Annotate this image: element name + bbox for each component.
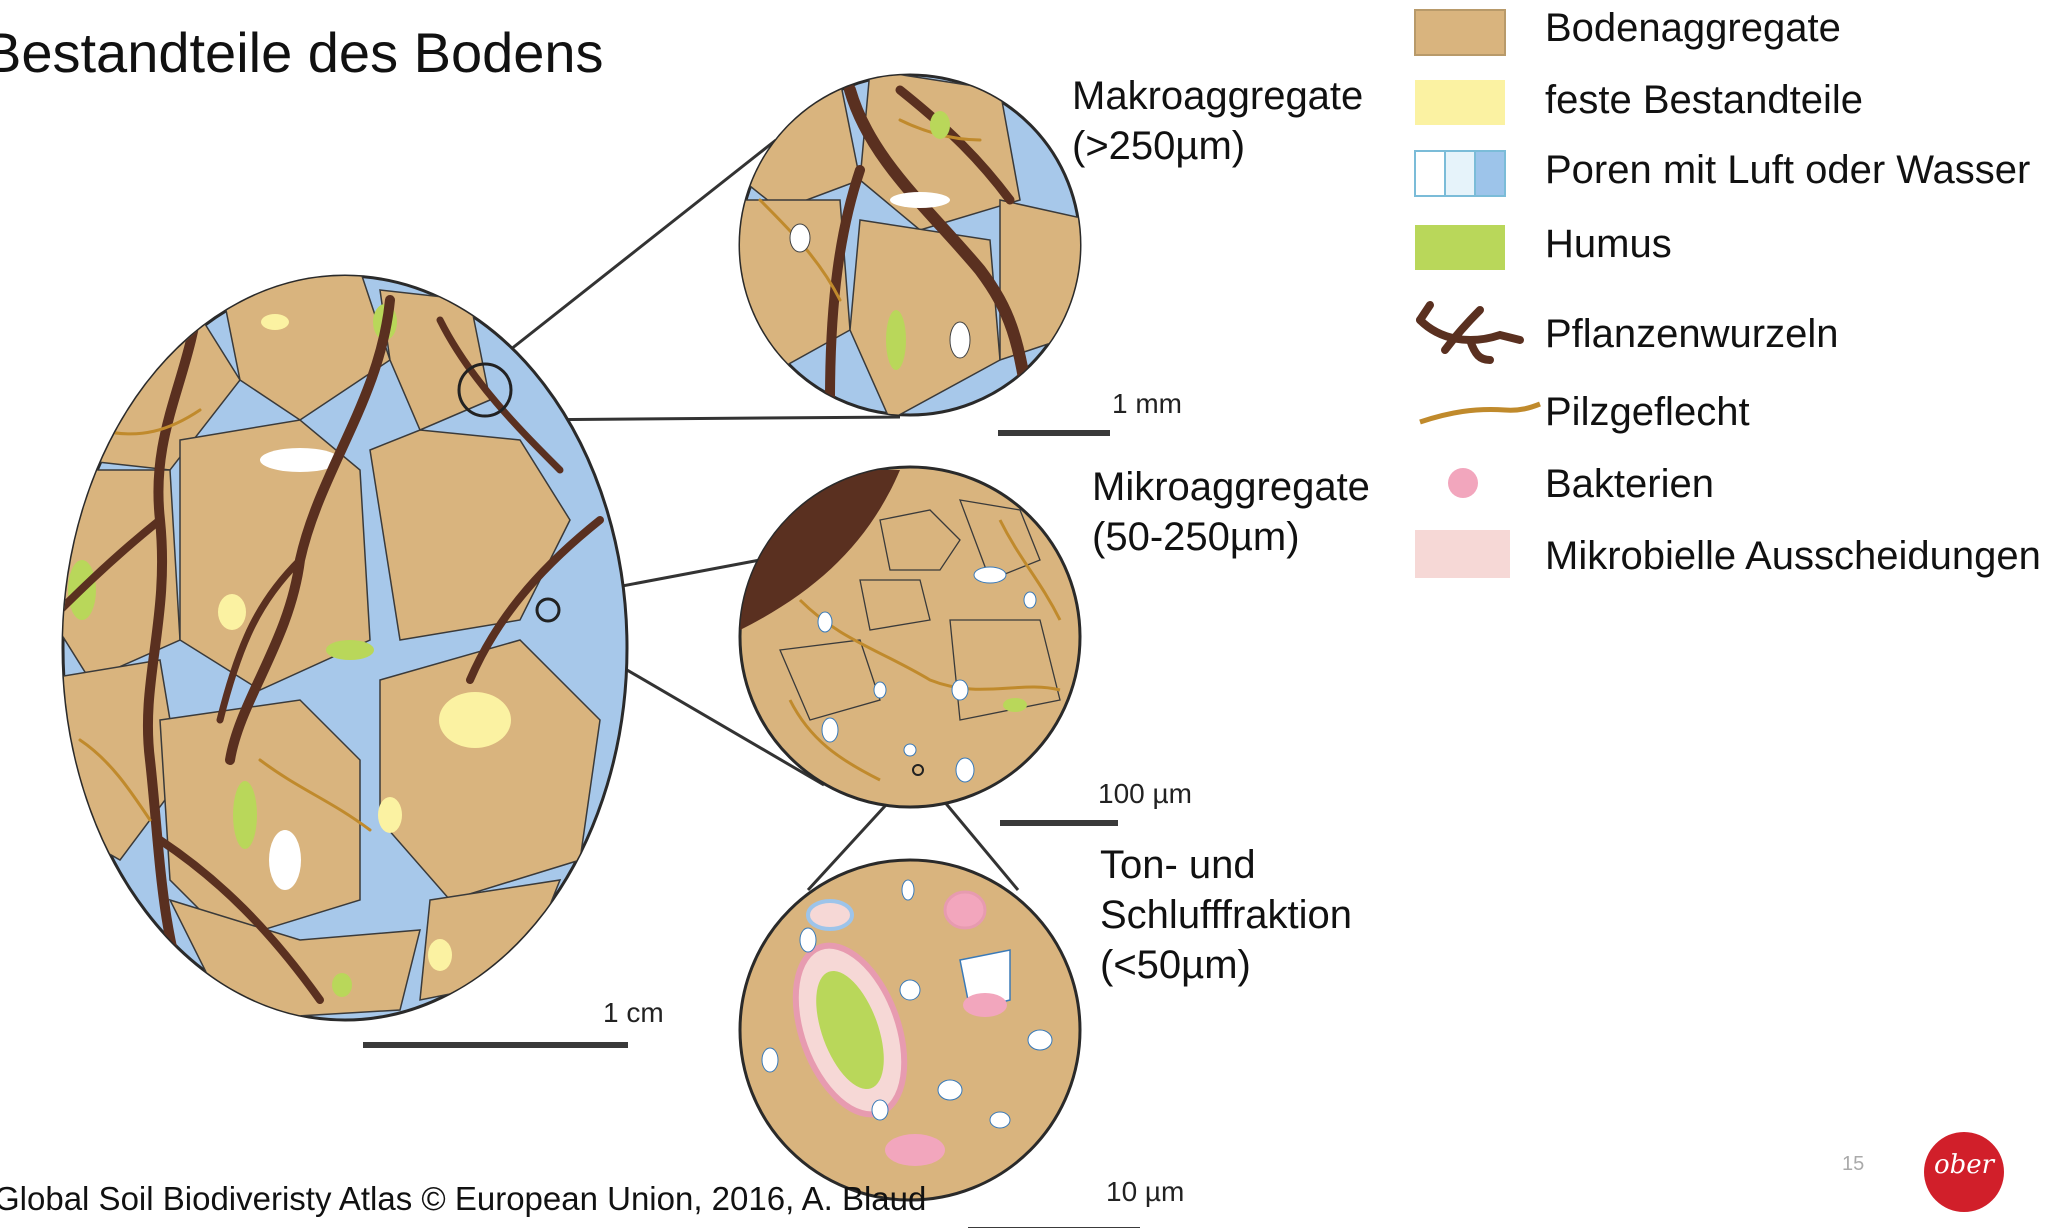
humus-swatch bbox=[1415, 225, 1505, 270]
fungus-icon bbox=[1420, 404, 1540, 422]
scale-label-mikro: 100 µm bbox=[1098, 778, 1192, 810]
legend-label-solids: feste Bestandteile bbox=[1545, 78, 1863, 123]
makro-size-label: (>250µm) bbox=[1072, 121, 1245, 171]
root-icon bbox=[1420, 305, 1520, 360]
main-soil-ellipse bbox=[27, 270, 627, 1020]
legend-label-fungi: Pilzgeflecht bbox=[1545, 390, 1750, 435]
mikro-circle bbox=[740, 467, 1080, 807]
secretion-swatch bbox=[1415, 530, 1510, 578]
legend-label-aggregates: Bodenaggregate bbox=[1545, 6, 1841, 51]
mikro-size-label: (50-250µm) bbox=[1092, 512, 1300, 562]
page-number: 15 bbox=[1842, 1153, 1864, 1176]
ober-logo: ober bbox=[1924, 1132, 2004, 1212]
ton-label-line2: Schlufffraktion bbox=[1100, 890, 1352, 940]
makro-label: Makroaggregate bbox=[1072, 71, 1363, 121]
source-credit: Global Soil Biodiveristy Atlas © Europea… bbox=[0, 1180, 926, 1218]
makro-circle bbox=[720, 70, 1090, 420]
legend-label-humus: Humus bbox=[1545, 222, 1672, 267]
legend-label-bacteria: Bakterien bbox=[1545, 462, 1714, 507]
ton-size-label: (<50µm) bbox=[1100, 940, 1251, 990]
scale-label-ton: 10 µm bbox=[1106, 1176, 1184, 1208]
aggregate-swatch bbox=[1415, 10, 1505, 55]
bacteria-icon bbox=[1448, 468, 1478, 498]
pore-swatch bbox=[1415, 151, 1505, 196]
legend-swatches bbox=[1415, 10, 1540, 578]
legend-label-secretions: Mikrobielle Ausscheidungen bbox=[1545, 534, 2041, 579]
solid-swatch bbox=[1415, 80, 1505, 125]
logo-text: ober bbox=[1924, 1150, 2004, 1180]
scale-label-makro: 1 mm bbox=[1112, 388, 1182, 420]
scale-label-main: 1 cm bbox=[603, 997, 664, 1029]
legend-label-roots: Pflanzenwurzeln bbox=[1545, 312, 1839, 357]
mikro-label: Mikroaggregate bbox=[1092, 462, 1370, 512]
legend-label-pores: Poren mit Luft oder Wasser bbox=[1545, 148, 2030, 193]
ton-circle bbox=[740, 860, 1080, 1200]
ton-label: Ton- und bbox=[1100, 840, 1256, 890]
